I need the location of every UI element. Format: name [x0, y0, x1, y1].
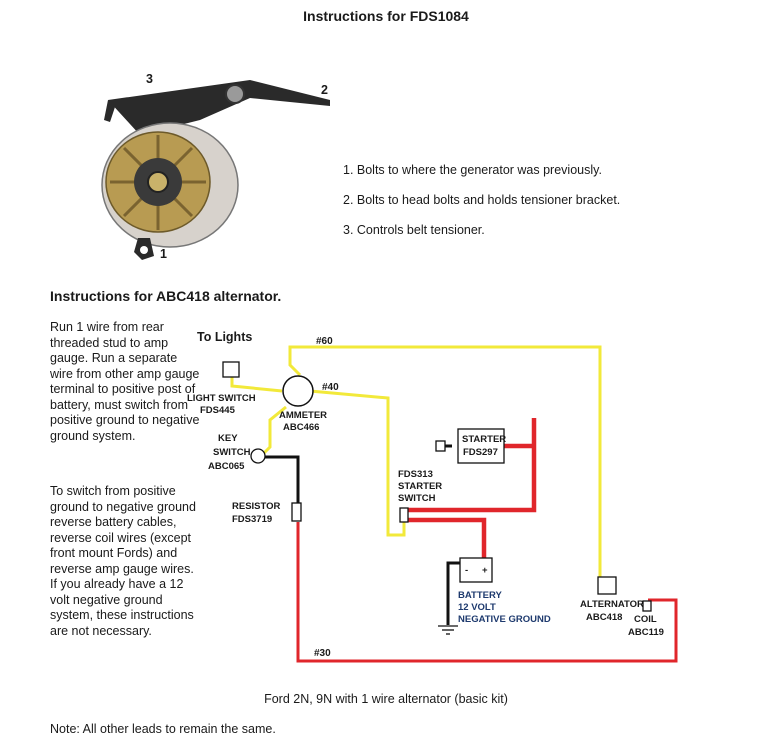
ground-icon [438, 625, 458, 635]
bracket-bolt [225, 84, 245, 104]
starter-part: FDS297 [463, 447, 498, 458]
callout-item-1: 1. Bolts to where the generator was prev… [343, 163, 602, 177]
ammeter-symbol [282, 375, 314, 407]
coil-symbol [642, 600, 652, 612]
light-switch-part: FDS445 [200, 405, 236, 416]
instructions-paragraph-2: To switch from positive ground to negati… [50, 484, 196, 638]
wire-label-30: #30 [314, 648, 331, 659]
battery-voltage: 12 VOLT [458, 602, 496, 613]
battery-ground-type: NEGATIVE GROUND [458, 614, 551, 625]
alternator-photo: 3 2 1 [101, 72, 330, 261]
coil-part: ABC119 [628, 627, 664, 638]
wire-label-40: #40 [322, 382, 339, 393]
starter-switch-symbol [399, 507, 409, 523]
wire-switch-to-battery [407, 517, 487, 560]
starter-switch-label-1: STARTER [398, 481, 442, 492]
wire-key-switch [260, 405, 287, 457]
starter-switch-label-2: SWITCH [398, 493, 436, 504]
diagram-caption: Ford 2N, 9N with 1 wire alternator (basi… [264, 692, 508, 706]
callout-item-2: 2. Bolts to head bolts and holds tension… [343, 193, 621, 207]
ammeter-label: AMMETER [279, 410, 327, 421]
wire-30 [296, 522, 678, 663]
alternator-symbol [597, 576, 617, 595]
callout-number-3: 3 [146, 72, 153, 86]
battery-label: BATTERY [458, 590, 502, 601]
light-switch-symbol [222, 361, 240, 378]
ammeter-part: ABC466 [283, 422, 319, 433]
callout-number-1: 1 [160, 247, 167, 261]
yellow-wires [230, 345, 602, 578]
red-wires [407, 418, 537, 560]
starter-box [457, 428, 505, 464]
battery-symbol [459, 557, 493, 583]
resistor-symbol [291, 502, 302, 522]
wire-battery-ground [446, 561, 460, 625]
battery-negative-terminal: - [465, 565, 468, 576]
light-switch-label: LIGHT SWITCH [187, 393, 256, 404]
starter-switch-part: FDS313 [398, 469, 433, 480]
starter-terminal [435, 440, 446, 452]
instructions-paragraph-1: Run 1 wire from rear threaded stud to am… [50, 320, 200, 443]
resistor-label: RESISTOR [232, 501, 281, 512]
resistor-part: FDS3719 [232, 514, 272, 525]
starter-label: STARTER [462, 434, 506, 445]
alternator-label: ALTERNATOR [580, 599, 644, 610]
callout-list: 1. Bolts to where the generator was prev… [343, 155, 620, 245]
coil-label: COIL [634, 614, 657, 625]
callout-item-3: 3. Controls belt tensioner. [343, 223, 485, 237]
key-switch-part: ABC065 [208, 461, 245, 472]
key-switch-label-2: SWITCH [213, 447, 251, 458]
alternator-part: ABC418 [586, 612, 622, 623]
page-title: Instructions for FDS1084 [303, 8, 469, 24]
wire-40 [309, 389, 406, 537]
wire-60 [288, 345, 602, 578]
callout-number-2: 2 [321, 83, 328, 97]
pulley-nut [147, 171, 169, 193]
key-switch-label-1: KEY [218, 433, 238, 444]
tensioner-bracket [108, 80, 330, 135]
key-switch-symbol [250, 448, 266, 464]
to-lights-label: To Lights [197, 330, 252, 344]
footnote: Note: All other leads to remain the same… [50, 722, 276, 736]
wire-key-to-resistor [264, 455, 300, 503]
battery-positive-terminal: + [482, 565, 488, 576]
wire-light-switch [230, 376, 283, 393]
wire-label-60: #60 [316, 336, 333, 347]
section-title: Instructions for ABC418 alternator. [50, 288, 282, 304]
wire-starter-to-switch [407, 418, 537, 513]
